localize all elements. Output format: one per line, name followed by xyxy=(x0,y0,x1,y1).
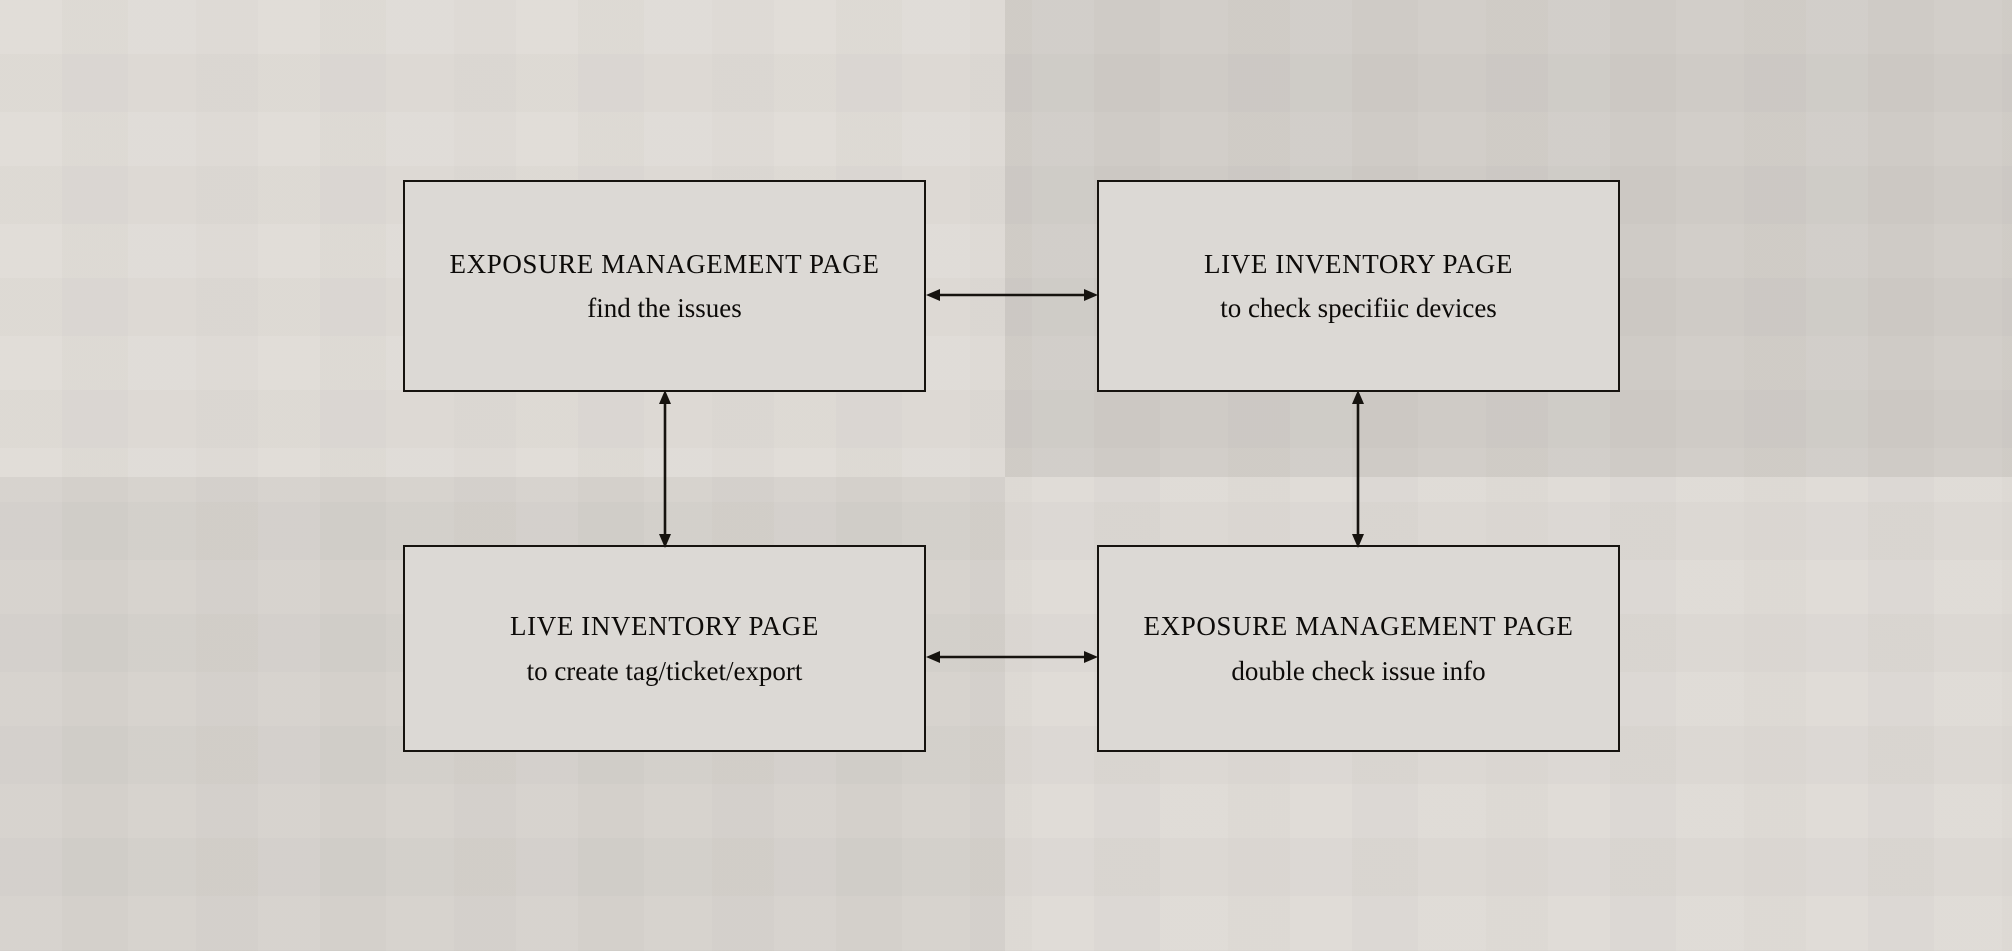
node-title: EXPOSURE MANAGEMENT PAGE xyxy=(1143,611,1574,642)
node-live-inventory-check-devices[interactable]: LIVE INVENTORY PAGE to check specifiic d… xyxy=(1097,180,1620,392)
node-title: EXPOSURE MANAGEMENT PAGE xyxy=(449,248,880,279)
node-exposure-management-double-check-info[interactable]: EXPOSURE MANAGEMENT PAGE double check is… xyxy=(1097,545,1620,752)
connector-left-vertical-bidirectional-arrow xyxy=(645,386,685,552)
connector-top-horizontal-bidirectional-arrow xyxy=(920,275,1104,315)
node-exposure-management-find-issues[interactable]: EXPOSURE MANAGEMENT PAGE find the issues xyxy=(403,180,926,392)
node-live-inventory-create-tag-ticket-export[interactable]: LIVE INVENTORY PAGE to create tag/ticket… xyxy=(403,545,926,752)
connector-bottom-horizontal-bidirectional-arrow xyxy=(920,637,1104,677)
node-subtitle: to create tag/ticket/export xyxy=(526,655,803,686)
node-subtitle: double check issue info xyxy=(1231,655,1486,686)
node-title: LIVE INVENTORY PAGE xyxy=(510,611,819,642)
node-title: LIVE INVENTORY PAGE xyxy=(1204,248,1513,279)
connector-right-vertical-bidirectional-arrow xyxy=(1338,386,1378,552)
node-subtitle: find the issues xyxy=(587,293,742,323)
node-subtitle: to check specifiic devices xyxy=(1220,293,1497,323)
